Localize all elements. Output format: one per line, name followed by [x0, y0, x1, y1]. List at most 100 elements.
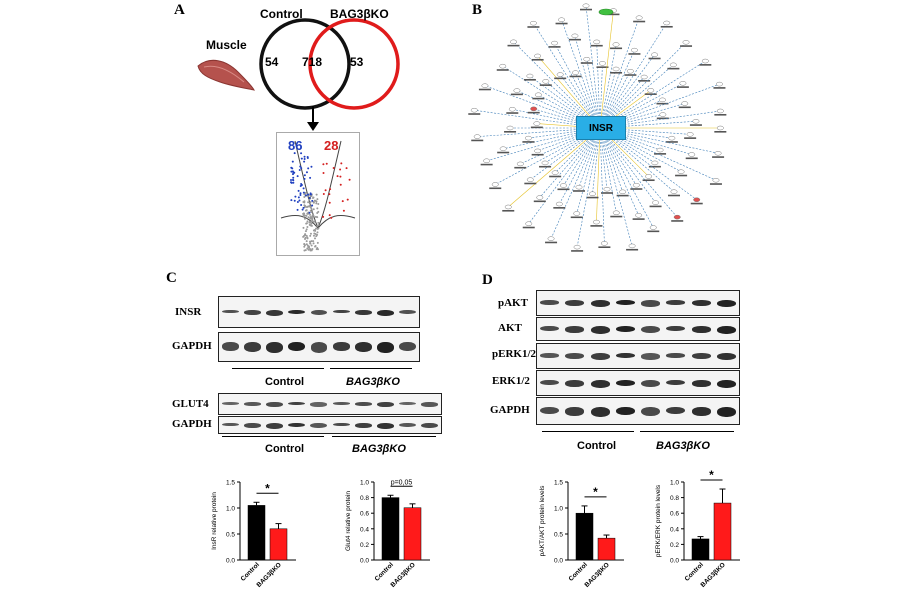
volcano-point-down	[300, 152, 303, 155]
network-node-label	[580, 8, 593, 11]
network-node	[688, 152, 696, 157]
volcano-point-down	[300, 182, 303, 185]
volcano-point-down	[311, 204, 314, 207]
network-edge	[484, 85, 601, 129]
blot-band	[421, 402, 439, 407]
network-node-label	[626, 248, 639, 251]
network-node-label	[553, 207, 566, 209]
blot-band	[332, 342, 350, 351]
network-node-label	[548, 46, 561, 48]
network-node	[659, 97, 666, 103]
group-label-ko-d: BAG3βKO	[656, 440, 710, 452]
network-node	[681, 101, 689, 106]
network-node-label	[709, 183, 722, 185]
network-node	[701, 58, 709, 64]
volcano-point-down	[304, 194, 307, 197]
blot-band	[666, 353, 686, 358]
network-node	[645, 174, 653, 179]
volcano-point-up	[328, 214, 331, 217]
blot-band	[399, 402, 417, 406]
network-edge	[599, 127, 697, 200]
volcano-point-up	[336, 175, 339, 178]
network-node	[525, 221, 533, 226]
network-node-label	[667, 194, 680, 197]
volcano-point-down	[302, 187, 305, 190]
volcano-point	[310, 217, 313, 220]
blot-band	[332, 422, 350, 427]
network-edge	[528, 127, 601, 224]
insr-hub-label: INSR	[589, 122, 613, 134]
blot-band	[332, 402, 350, 405]
network-node	[716, 108, 724, 114]
network-node-label	[649, 205, 662, 208]
volcano-point	[306, 247, 309, 250]
blot-gapdh-d	[536, 397, 740, 425]
volcano-point	[310, 240, 313, 243]
network-node-label	[531, 58, 544, 61]
volcano-point	[315, 227, 318, 230]
network-node	[504, 204, 512, 210]
bar	[269, 528, 288, 561]
network-node-label	[471, 139, 484, 142]
network-edge	[561, 19, 601, 129]
network-edge	[513, 41, 601, 129]
blot-band	[641, 353, 661, 360]
volcano-point-up	[346, 198, 349, 201]
network-node	[592, 219, 600, 225]
network-node	[508, 106, 516, 112]
bar	[713, 502, 732, 561]
network-edge	[599, 64, 674, 129]
volcano-point	[311, 214, 314, 217]
x-tick-label: Control	[568, 561, 589, 582]
volcano-plot	[276, 132, 360, 256]
network-edge	[599, 127, 654, 228]
volcano-point	[303, 195, 306, 198]
network-node-label	[665, 141, 678, 143]
volcano-point	[314, 237, 317, 240]
y-tick-label: 0.8	[360, 495, 369, 502]
y-tick-label: 0.5	[226, 532, 235, 539]
volcano-point	[317, 221, 320, 224]
network-edge	[599, 42, 687, 129]
venn-control-circle	[259, 18, 351, 110]
network-edge	[599, 10, 614, 129]
network-node	[663, 20, 671, 26]
volcano-point-up	[342, 209, 345, 212]
blot-band	[565, 300, 585, 306]
network-node	[619, 189, 627, 195]
volcano-point	[309, 224, 312, 227]
network-node	[483, 158, 491, 164]
blot-band	[691, 325, 711, 333]
network-node	[612, 42, 620, 47]
network-node-label	[571, 250, 584, 252]
volcano-point-down	[299, 194, 302, 197]
network-edge	[599, 127, 719, 154]
volcano-point	[312, 208, 315, 211]
x-tick-label: Control	[374, 561, 395, 582]
y-tick-label: 0.4	[360, 526, 369, 533]
y-tick-label: 1.5	[554, 480, 563, 487]
network-node-label	[527, 111, 540, 114]
network-edge	[599, 110, 721, 129]
blot-akt	[536, 317, 740, 341]
down-arrow-icon	[307, 106, 319, 131]
significance-label: *	[593, 485, 598, 499]
blot-band	[221, 402, 239, 405]
network-node-label	[522, 141, 535, 143]
network-node	[470, 107, 478, 113]
tissue-label: Muscle	[206, 38, 247, 52]
volcano-point	[308, 221, 311, 224]
blot-band	[565, 325, 585, 333]
network-node	[677, 169, 685, 174]
network-node	[599, 61, 606, 66]
volcano-point-down	[307, 193, 310, 196]
network-node-label	[478, 88, 491, 91]
network-node-label	[616, 194, 629, 197]
blot-band	[243, 309, 261, 315]
volcano-point-down	[303, 160, 306, 163]
blot-band	[399, 422, 417, 427]
network-node-label	[654, 153, 667, 155]
network-node-label	[527, 26, 540, 28]
volcano-point-down	[303, 174, 306, 177]
